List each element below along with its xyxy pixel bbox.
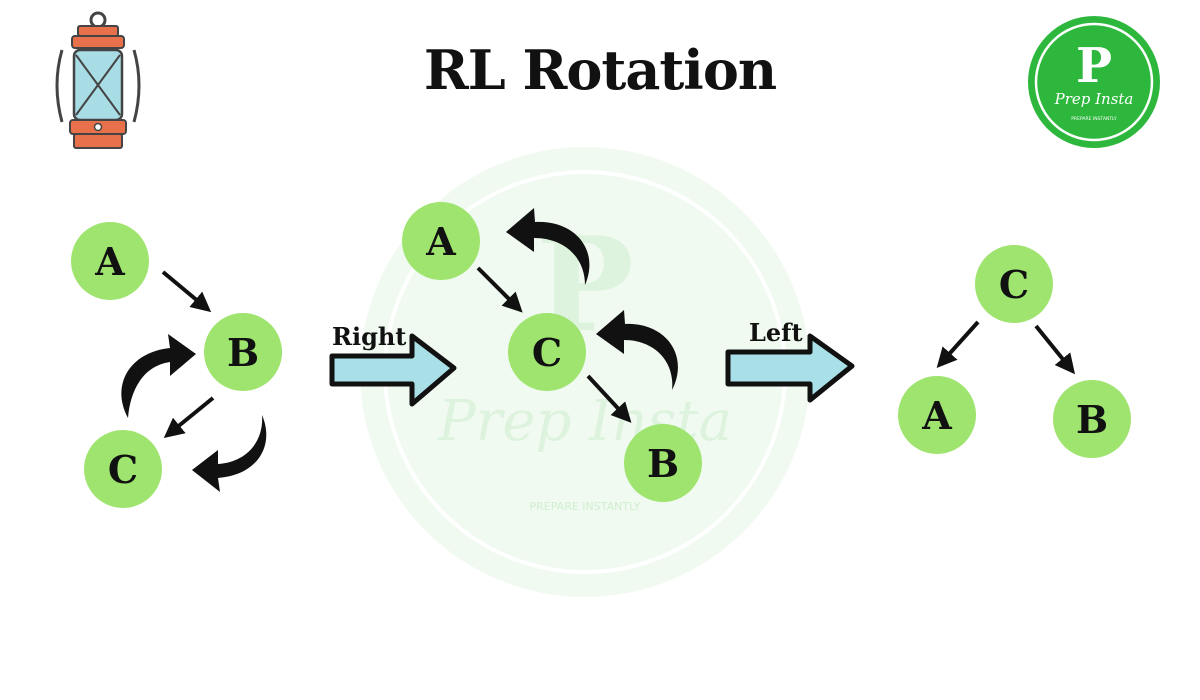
edge-c-b-final xyxy=(1034,324,1076,375)
curved-arrow-down xyxy=(192,415,267,492)
curved-arrow-to-c xyxy=(596,310,678,390)
step-arrow-right xyxy=(329,333,457,407)
page-title: RL Rotation xyxy=(423,38,777,102)
step-label-right: Right xyxy=(332,322,407,351)
node-c: C xyxy=(975,245,1053,323)
logo-letter: P xyxy=(1076,38,1112,94)
node-c: C xyxy=(508,313,586,391)
lantern-icon xyxy=(55,11,141,149)
node-b: B xyxy=(204,313,282,391)
node-a: A xyxy=(402,202,480,280)
logo-name: Prep Insta xyxy=(1054,90,1134,108)
edge-c-a xyxy=(936,320,980,368)
edge-a-b xyxy=(161,270,212,313)
prepinsta-logo: P Prep Insta PREPARE INSTANTLY xyxy=(1028,16,1160,148)
edge-c-b xyxy=(586,374,632,423)
node-c: C xyxy=(84,430,162,508)
curved-arrow-to-a xyxy=(506,208,590,285)
step-arrow-left xyxy=(725,333,855,403)
edge-a-c xyxy=(476,266,523,313)
node-b: B xyxy=(624,424,702,502)
curved-arrow-up xyxy=(121,334,196,418)
node-a: A xyxy=(898,376,976,454)
node-a: A xyxy=(71,222,149,300)
step-label-left: Left xyxy=(749,318,803,347)
logo-tagline: PREPARE INSTANTLY xyxy=(1071,116,1117,122)
edge-b-c xyxy=(163,396,215,439)
node-b: B xyxy=(1053,380,1131,458)
watermark-tagline: PREPARE INSTANTLY xyxy=(530,500,641,513)
